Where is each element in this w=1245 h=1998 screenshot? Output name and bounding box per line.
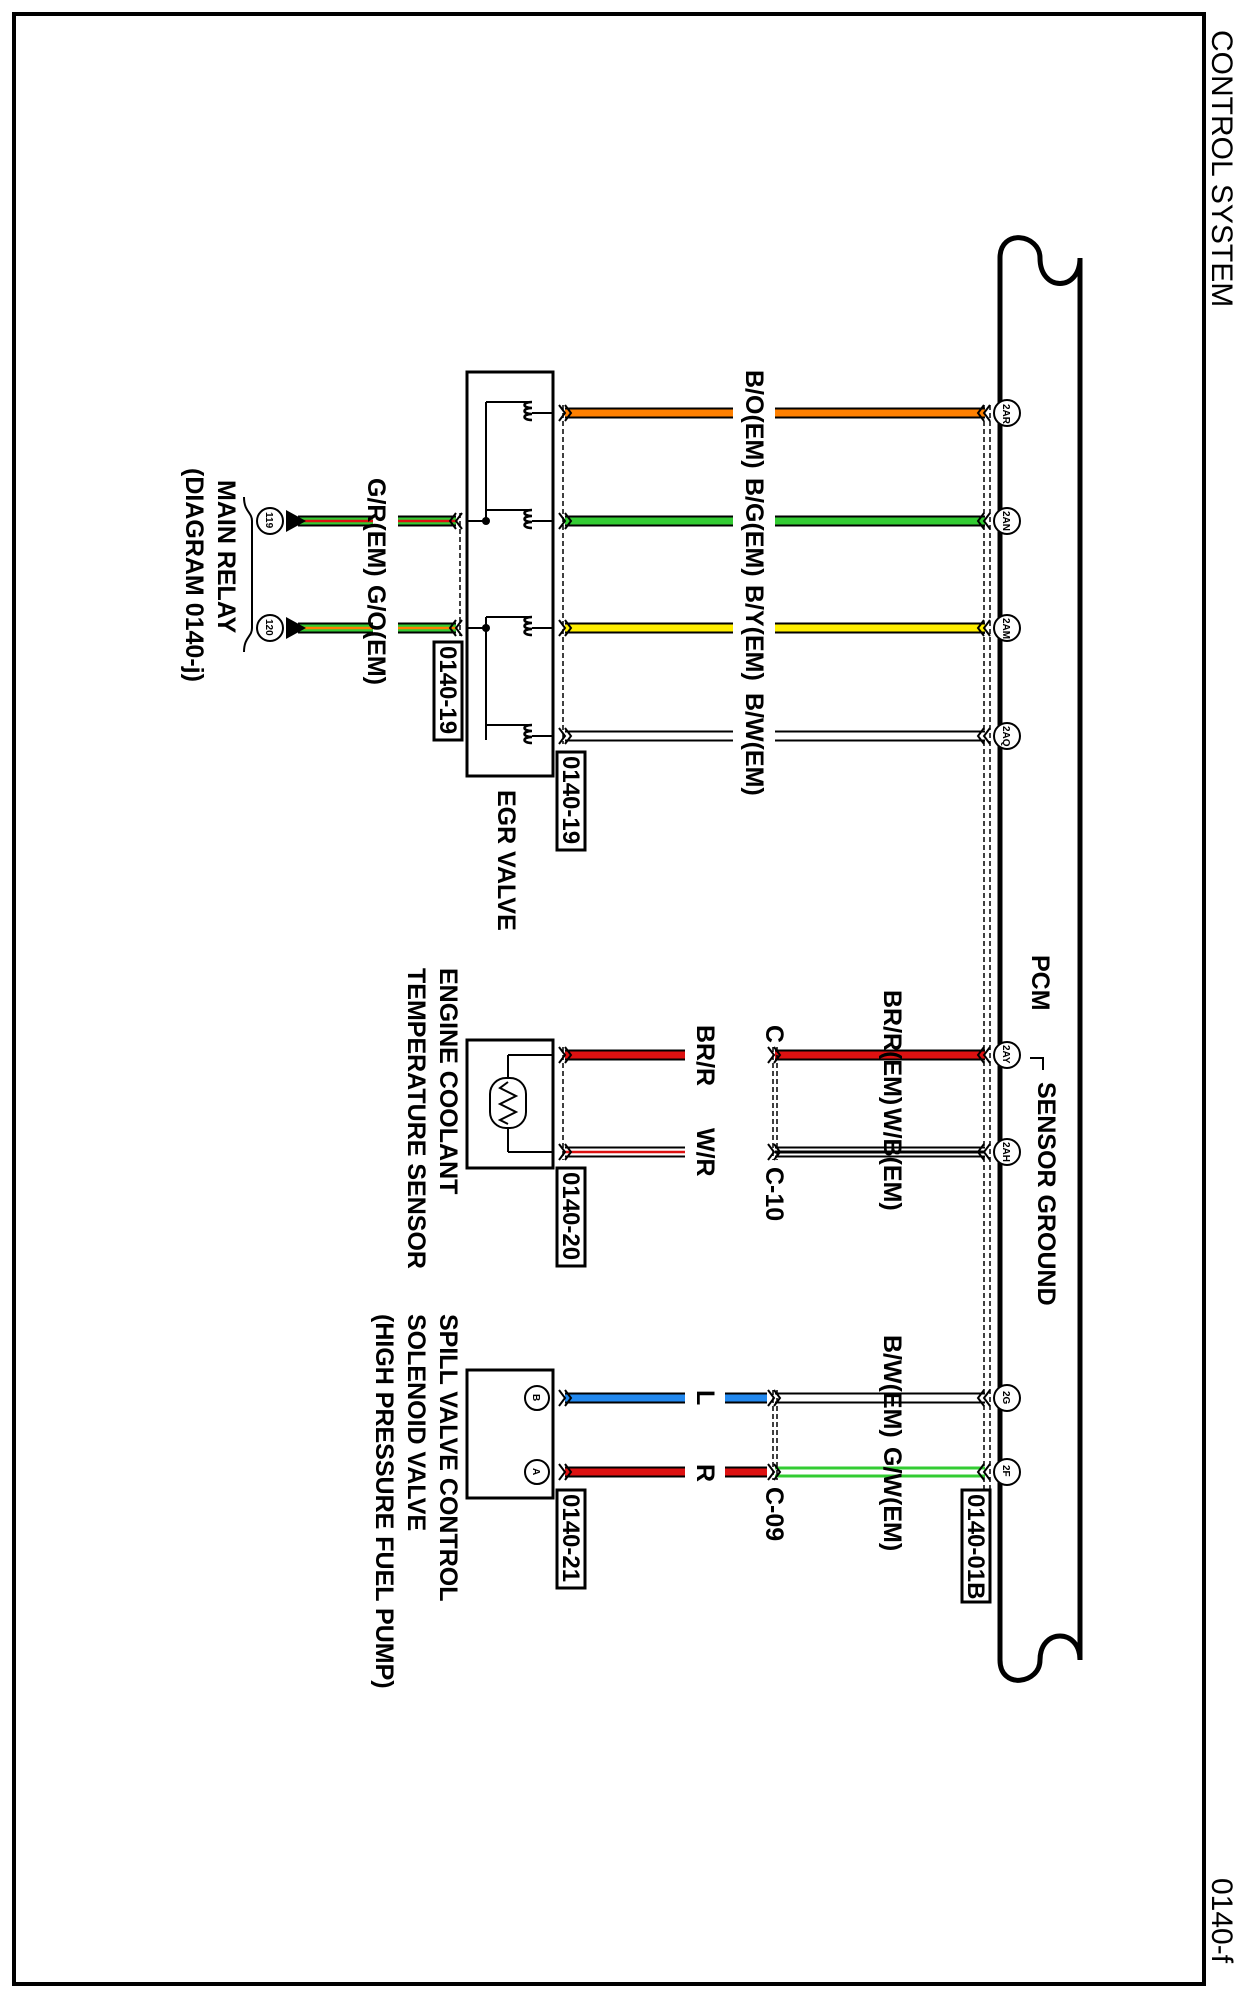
supply-wire-label: G/O(EM) [362, 585, 390, 685]
egr-pin-2am: 2AM [993, 614, 1021, 642]
spill-pin-2f: 2F [993, 1458, 1021, 1486]
coil-icon [523, 400, 533, 745]
ect-pin-chevrons [558, 1046, 991, 1161]
supply-ref-box: 0140-19 [432, 640, 464, 742]
spill-label-line3: (HIGH PRESSURE FUEL PUMP) [370, 1314, 398, 1689]
ect-label-line1: ENGINE COOLANT [434, 968, 462, 1194]
egr-pin-2an: 2AN [993, 507, 1021, 535]
ect-pin-2ay: 2AY [993, 1041, 1021, 1069]
svg-text:2AQ: 2AQ [1000, 726, 1011, 747]
spill-label-line2: SOLENOID VALVE [402, 1314, 430, 1531]
spill-comp-wire-label: L [691, 1390, 719, 1405]
supply-pin-120: 120 [256, 614, 284, 642]
spill-pcm-wire-label: B/W(EM) [878, 1335, 906, 1438]
egr-pin-2ar: 2AR [993, 399, 1021, 427]
spill-ref-box: 0140-21 [555, 1488, 587, 1590]
svg-text:0140-21: 0140-21 [557, 1494, 584, 1582]
svg-text:2F: 2F [1000, 1465, 1011, 1477]
ect-pcm-wire-label: W/B(EM) [878, 1108, 906, 1211]
sensor-ground-label: SENSOR GROUND [1032, 1082, 1060, 1306]
svg-text:2AH: 2AH [1000, 1142, 1011, 1162]
spill-pcm-wire-label: G/W(EM) [878, 1447, 906, 1551]
supply-pin-119: 119 [256, 507, 284, 535]
egr-pin-2aq: 2AQ [993, 722, 1021, 750]
ect-connector-c10-label: C-10 [760, 1167, 788, 1221]
svg-text:0140-01B: 0140-01B [962, 1494, 989, 1599]
ect-ref-box: 0140-20 [555, 1166, 587, 1268]
ect-connector-c-label: C [760, 1025, 788, 1043]
egr-wire-label: B/Y(EM) [740, 585, 768, 681]
ect-comp-wire-label: W/R [691, 1128, 719, 1177]
sensor-ground-bracket [1030, 1057, 1044, 1070]
svg-text:2AR: 2AR [1000, 404, 1011, 425]
egr-wire-label: B/O(EM) [740, 370, 768, 469]
ect-pin-2ah: 2AH [993, 1138, 1021, 1166]
svg-text:2G: 2G [1000, 1391, 1011, 1405]
svg-text:2AY: 2AY [1000, 1045, 1011, 1064]
section-title: CONTROL SYSTEM [1205, 30, 1238, 307]
spill-connector-label: C-09 [760, 1487, 788, 1541]
egr-ref-box: 0140-19 [555, 750, 587, 852]
spill-comp-pin-b: B [530, 1394, 541, 1401]
svg-text:2AM: 2AM [1000, 618, 1011, 639]
svg-text:119: 119 [263, 512, 274, 529]
spill-comp-pin-a: A [530, 1468, 541, 1475]
ect-comp-wire-label: BR/R [691, 1025, 719, 1086]
egr-valve-box [465, 370, 555, 778]
ect-pcm-wire-label: BR/R(EM) [878, 990, 906, 1105]
egr-valve-label: EGR VALVE [492, 790, 520, 931]
svg-text:0140-19: 0140-19 [434, 646, 461, 734]
spill-label-line1: SPILL VALVE CONTROL [434, 1314, 462, 1602]
supply-wire-label: G/R(EM) [362, 478, 390, 577]
egr-pin-chevrons [558, 404, 991, 745]
svg-text:0140-19: 0140-19 [557, 756, 584, 844]
page-frame [12, 12, 1206, 1986]
pcm-block [983, 235, 1083, 1683]
page-code: 0140-f [1205, 1878, 1238, 1964]
egr-wire-label: B/G(EM) [740, 478, 768, 577]
ect-sensor-box [465, 1038, 555, 1170]
supply-arrow-icon [286, 510, 306, 639]
main-relay-bracket [243, 496, 253, 653]
main-relay-diagram-ref: (DIAGRAM 0140-j) [180, 468, 208, 682]
svg-text:0140-20: 0140-20 [557, 1172, 584, 1260]
svg-text:120: 120 [263, 619, 274, 636]
thermistor-icon [489, 1077, 527, 1129]
spill-pin-chevrons [558, 1389, 991, 1481]
main-relay-label: MAIN RELAY [212, 480, 240, 634]
svg-text:2AN: 2AN [1000, 511, 1011, 531]
pcm-label: PCM [1026, 955, 1054, 1011]
spill-pin-2g: 2G [993, 1384, 1021, 1412]
egr-wire-label: B/W(EM) [740, 693, 768, 796]
spill-comp-wire-label: R [691, 1464, 719, 1482]
ect-label-line2: TEMPERATURE SENSOR [402, 968, 430, 1269]
spill-valve-box: B A [465, 1368, 555, 1500]
pcm-ref-box: 0140-01B [960, 1488, 992, 1604]
